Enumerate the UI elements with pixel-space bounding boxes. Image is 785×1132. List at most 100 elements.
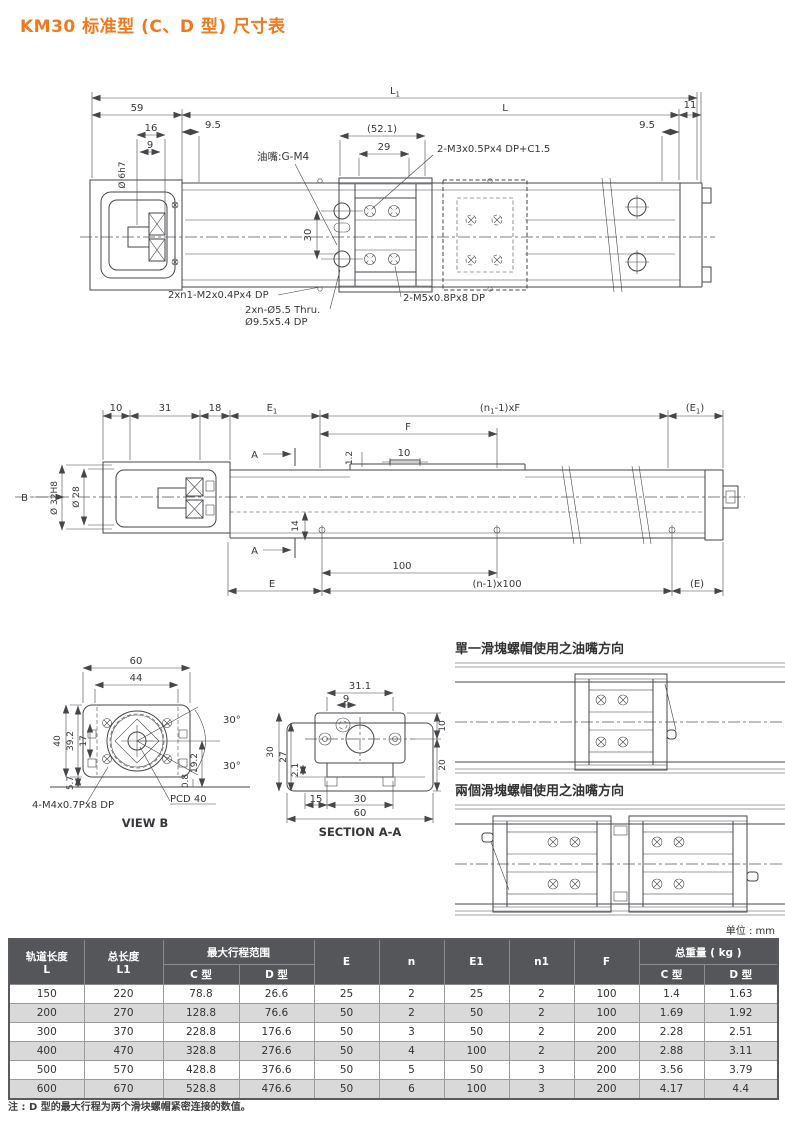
dim-10: 10	[438, 720, 448, 732]
table-cell: 2	[508, 1003, 575, 1023]
dim-60: 60	[130, 656, 143, 667]
dim-39p2: 39.2	[66, 731, 76, 751]
dim-E: E	[269, 579, 275, 590]
pcd-label: PCD 40	[170, 794, 207, 805]
dimension-table: 轨道长度 L 总长度 L1 最大行程范围 E n E1 n1 F 总重量 ( k…	[8, 938, 780, 1100]
table-cell: 50	[313, 1079, 380, 1100]
section-a-label-top: A	[251, 450, 258, 461]
table-cell: 2	[508, 984, 575, 1004]
table-cell: 270	[83, 1003, 164, 1023]
table-cell: 100	[573, 1003, 640, 1023]
dim-18: 18	[209, 403, 222, 414]
table-cell: 400	[8, 1041, 85, 1061]
col-header-weight-group: 总重量 ( kg )	[638, 938, 779, 965]
table-cell: 100	[443, 1041, 510, 1061]
dim-30deg-top: 30°	[223, 715, 241, 726]
table-cell: 25	[443, 984, 510, 1004]
oil-direction-single-drawing	[455, 662, 785, 774]
dim-30-bottom: 30	[354, 794, 367, 805]
dim-29: 29	[378, 142, 391, 153]
table-cell: 200	[573, 1022, 640, 1042]
table-cell: 3.11	[703, 1041, 779, 1061]
table-cell: 4	[378, 1041, 445, 1061]
oil-direction-single-caption: 單一滑塊螺帽使用之油嘴方向	[455, 642, 625, 657]
col-header-n1: n1	[508, 938, 575, 985]
dim-E1: E1	[267, 403, 278, 416]
dim-27: 27	[279, 751, 289, 762]
dim-17: 17	[79, 735, 89, 746]
dim-16: 16	[145, 123, 158, 134]
section-a-label-bottom: A	[251, 546, 258, 557]
m3-thread-label: 2-M3x0.5Px4 DP+C1.5	[437, 144, 550, 155]
line-work	[275, 689, 441, 823]
table-cell: 2	[508, 1022, 575, 1042]
col-header-e1: E1	[443, 938, 510, 985]
col-header-n: n	[378, 938, 445, 985]
table-cell: 26.6	[238, 984, 315, 1004]
section-aa-drawing: 31.1 9 30 27 2.1 10 20 15 30 60 SECTION …	[266, 681, 448, 839]
col-header-stroke-group: 最大行程范围	[162, 938, 315, 965]
table-cell: 128.8	[162, 1003, 240, 1023]
table-cell: 428.8	[162, 1060, 240, 1080]
table-cell: 500	[8, 1060, 85, 1080]
m4-thread-label: 4-M4x0.7Px8 DP	[32, 800, 114, 811]
dimension-labels: 10 31 18 E1 (n1-1)xF (E1) F 1.2 10 B Ø 3…	[21, 403, 704, 590]
line-work	[50, 664, 250, 805]
dim-L1: L1	[390, 86, 400, 99]
table-cell: 50	[313, 1060, 380, 1080]
section-aa-title: SECTION A-A	[319, 825, 402, 839]
dim-9: 9	[147, 140, 153, 151]
col-header-weight-d: D 型	[703, 964, 779, 985]
table-cell: 1.69	[638, 1003, 705, 1023]
view-b-title: VIEW B	[122, 816, 169, 830]
table-cell: 1.4	[638, 984, 705, 1004]
dim-44: 44	[130, 673, 143, 684]
table-cell: 1.63	[703, 984, 779, 1004]
col-header-e: E	[313, 938, 380, 985]
table-cell: 2	[508, 1041, 575, 1061]
dim-15: 15	[310, 794, 323, 805]
dim-40: 40	[53, 735, 63, 747]
table-cell: 6	[378, 1079, 445, 1100]
dim-E-paren: (E)	[690, 579, 704, 590]
m2-thread-label: 2xn1-M2x0.4Px4 DP	[168, 290, 269, 301]
dim-F: F	[405, 422, 411, 433]
through-hole-label: 2xn-Ø5.5 Thru.	[245, 304, 320, 316]
table-cell: 50	[443, 1003, 510, 1023]
table-cell: 50	[313, 1003, 380, 1023]
counterbore-label: Ø9.5x5.4 DP	[245, 316, 308, 328]
m5-thread-label: 2-M5x0.8Px8 DP	[403, 293, 485, 304]
table-cell: 328.8	[162, 1041, 240, 1061]
table-cell: 376.6	[238, 1060, 315, 1080]
dim-52p1: (52.1)	[367, 124, 397, 135]
dim-31: 31	[159, 403, 172, 414]
dim-14: 14	[291, 520, 301, 532]
dim-9p5-right: 9.5	[639, 120, 655, 131]
table-cell: 2.51	[703, 1022, 779, 1042]
dim-30: 30	[303, 229, 314, 242]
table-cell: 50	[313, 1041, 380, 1061]
col-header-line: L	[43, 963, 51, 976]
col-header-rail-length: 轨道长度 L	[8, 938, 85, 985]
table-cell: 100	[443, 1079, 510, 1100]
oil-direction-double-caption: 兩個滑塊螺帽使用之油嘴方向	[455, 784, 625, 799]
dim-19p2: 19.2	[190, 753, 200, 773]
dim-dia-28: Ø 28	[71, 486, 82, 508]
table-cell: 50	[443, 1022, 510, 1042]
view-b-drawing: 60 44 40 39.2 17 5.7 19.2 0.8 30° 30° 4-…	[32, 656, 250, 830]
view-b-arrow-label: B	[21, 493, 28, 504]
table-cell: 3.56	[638, 1060, 705, 1080]
top-view-drawing: L1 59 L 11 16 9 Ø 6h7 9.5 油嘴:G-M4 (52.1)…	[80, 86, 715, 328]
dim-9: 9	[343, 694, 349, 705]
footnote: 注 : D 型的最大行程为两个滑块螺帽紧密连接的数值。	[8, 1102, 251, 1113]
dim-2p1: 2.1	[291, 763, 301, 777]
table-cell: 3.79	[703, 1060, 779, 1080]
col-header-stroke-d: D 型	[238, 964, 315, 985]
dim-59: 59	[131, 103, 144, 114]
table-cell: 2	[378, 1003, 445, 1023]
table-cell: 276.6	[238, 1041, 315, 1061]
